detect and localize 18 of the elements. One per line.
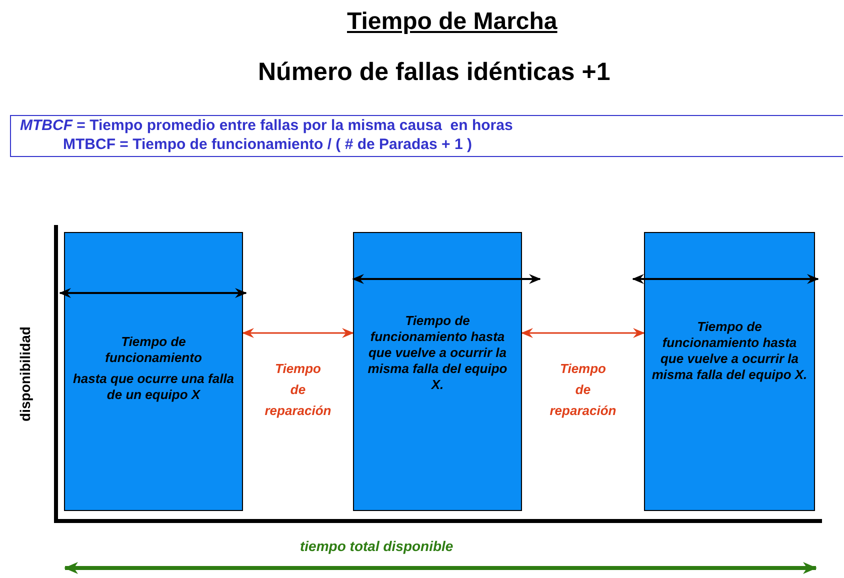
bar-text: Tiempo de funcionamiento: [104, 334, 203, 366]
bar-text: hasta que ocurre una falla de un equipo X: [72, 371, 236, 403]
subtitle: Número de fallas idénticas +1: [258, 58, 610, 87]
bar-text: Tiempo de funcionamiento hasta que vuelve a ocurrir la misma falla del equipo X.: [366, 313, 508, 393]
double-arrow: [242, 328, 354, 338]
formula-box: [10, 115, 843, 157]
bar-text: Tiempo de funcionamiento hasta que vuelve a ocurrir la misma falla del equipo X.: [651, 319, 808, 383]
axis-label: disponibilidad: [17, 326, 33, 424]
time-bar: [644, 232, 815, 511]
formula-text: MTBCF = Tiempo promedio entre fallas por la misma causa en horas: [20, 117, 513, 134]
double-arrow: [521, 328, 645, 338]
edge-label: Tiempo de reparación: [548, 360, 618, 420]
title: Tiempo de Marcha: [347, 8, 558, 36]
formula-text: MTBCF = Tiempo de funcionamiento / ( # de Paradas + 1 ): [63, 136, 472, 153]
measure-label: tiempo total disponible: [300, 538, 454, 554]
time-bar: [64, 232, 243, 511]
edge-label: Tiempo de reparación: [264, 360, 332, 420]
time-bar: [353, 232, 522, 511]
